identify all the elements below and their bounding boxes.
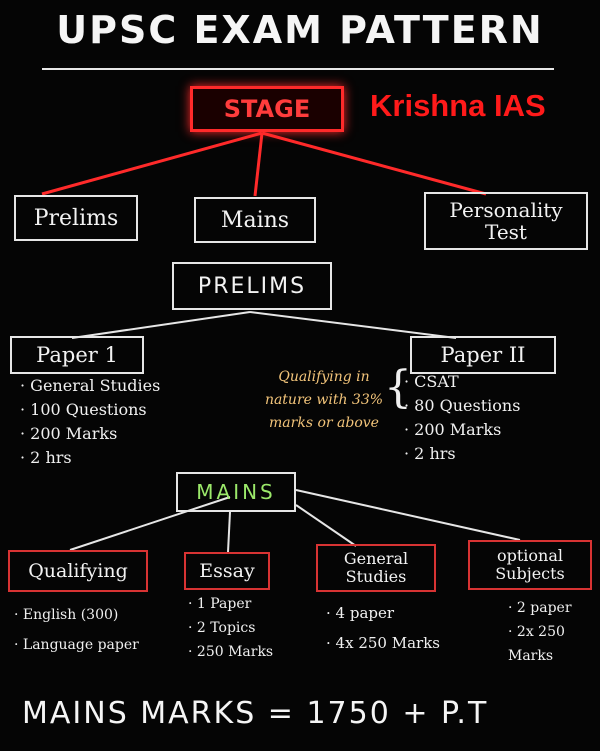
list-item: 80 Questions [404, 394, 520, 418]
list-item: 2 hrs [404, 442, 520, 466]
stage-mains: Mains [194, 197, 316, 243]
list-item: 200 Marks [20, 422, 160, 446]
connector-prelims-paper1 [71, 311, 251, 339]
mains-marks-total: MAINS MARKS = 1750 + P.T [22, 696, 489, 731]
stage-personality-test: Personality Test [424, 192, 588, 250]
essay-details: 1 Paper 2 Topics 250 Marks [188, 592, 273, 664]
mains-essay-box: Essay [184, 552, 270, 590]
connector-stage-prelims [41, 131, 263, 196]
stage-box: STAGE [190, 86, 344, 132]
list-item: 2 hrs [20, 446, 160, 470]
page-title: UPSC EXAM PATTERN [56, 8, 544, 52]
prelims-heading: PRELIMS [172, 262, 332, 310]
list-item: General Studies [20, 374, 160, 398]
list-item: 2x 250 Marks [508, 620, 598, 668]
list-item: 4 paper [326, 598, 440, 628]
paper1-details: General Studies 100 Questions 200 Marks … [20, 374, 160, 470]
list-item: English (300) [14, 600, 164, 630]
qualifying-details: English (300) Language paper [14, 600, 164, 660]
list-item: 200 Marks [404, 418, 520, 442]
connector-mains-essay [227, 511, 231, 553]
connector-prelims-paper2 [249, 311, 457, 339]
list-item: CSAT [404, 370, 520, 394]
list-item: Language paper [14, 630, 164, 660]
mains-qualifying-box: Qualifying [8, 550, 148, 592]
paper2-box: Paper II [410, 336, 556, 374]
connector-stage-personality [261, 131, 487, 196]
list-item: 4x 250 Marks [326, 628, 440, 658]
optional-details: 2 paper 2x 250 Marks [508, 596, 598, 668]
gs-details: 4 paper 4x 250 Marks [326, 598, 440, 658]
mains-heading: MAINS [176, 472, 296, 512]
list-item: 100 Questions [20, 398, 160, 422]
paper2-details: CSAT 80 Questions 200 Marks 2 hrs [404, 370, 520, 466]
list-item: 250 Marks [188, 640, 273, 664]
brand-label: Krishna IAS [370, 88, 546, 123]
connector-mains-optional [295, 489, 521, 541]
connector-mains-qualifying [69, 496, 231, 551]
connector-stage-mains [253, 132, 264, 197]
title-divider [42, 68, 554, 70]
list-item: 2 paper [508, 596, 598, 620]
stage-prelims: Prelims [14, 195, 138, 241]
connector-mains-gs [295, 504, 357, 547]
list-item: 1 Paper [188, 592, 273, 616]
list-item: 2 Topics [188, 616, 273, 640]
qualifying-note: Qualifying in nature with 33% marks or a… [264, 369, 384, 431]
paper1-box: Paper 1 [10, 336, 144, 374]
mains-optional-box: optional Subjects [468, 540, 592, 590]
mains-gs-box: General Studies [316, 544, 436, 592]
